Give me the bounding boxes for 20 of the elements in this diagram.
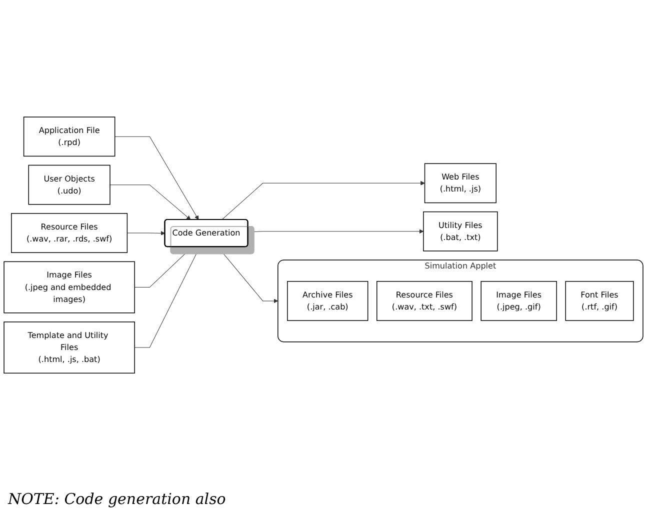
note-text: NOTE: Code generation also (8, 490, 227, 508)
node-box: Template and Utility Files (.html, .js, .bat) (4, 321, 135, 374)
arrow (114, 136, 199, 220)
arrow (126, 230, 166, 236)
node-box: Web Files (.html, .js) (424, 163, 496, 204)
node-box: User Objects (.udo) (28, 164, 110, 205)
node-box: Utility Files (.bat, .txt) (423, 211, 498, 252)
node-box: Resource Files (.wav, .rar, .rds, .swf) (11, 212, 128, 253)
arrow (134, 246, 193, 288)
arrow (222, 180, 425, 220)
node-box: Resource Files (.wav, .txt, .swf) (376, 280, 472, 321)
arrow (217, 246, 278, 304)
node-box: Image Files (.jpeg, .gif) (480, 280, 557, 321)
arrow (134, 246, 200, 348)
node-box: Image Files (.jpeg and embedded images) (4, 261, 135, 314)
node-box: Application File (.rpd) (23, 116, 116, 156)
node-box: Archive Files (.jar, .cab) (287, 280, 368, 321)
arrow (110, 184, 191, 220)
node-box: Font Files (.rtf, .gif) (565, 280, 634, 321)
arrow (248, 229, 424, 234)
